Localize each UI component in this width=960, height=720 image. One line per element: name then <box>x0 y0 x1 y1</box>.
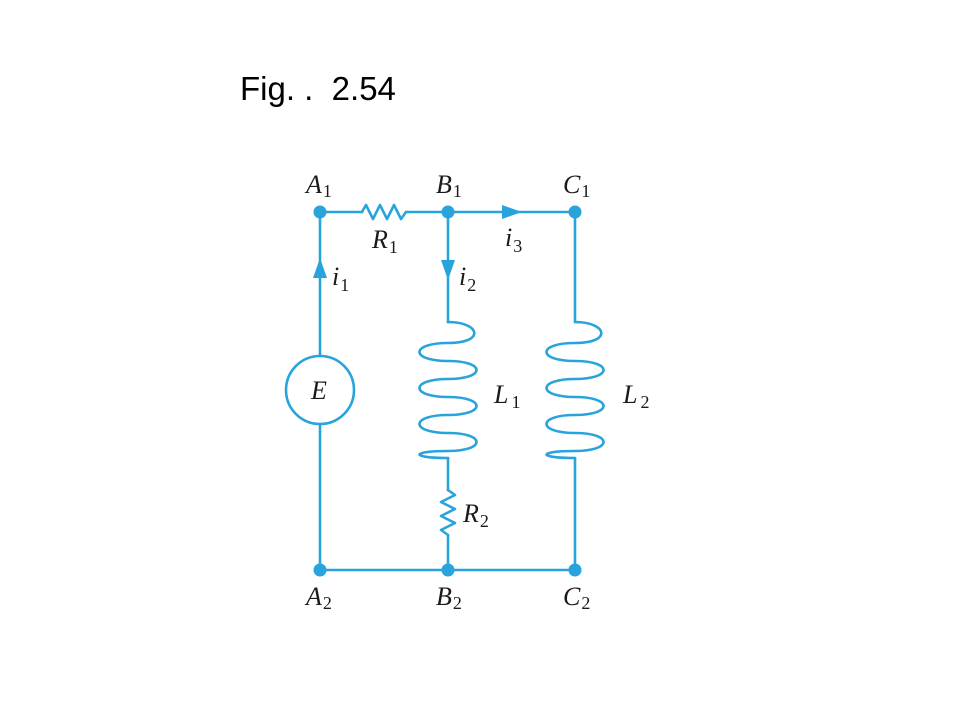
inductor-l2 <box>545 320 605 460</box>
current-arrow-i1 <box>313 258 327 278</box>
node-a2 <box>313 563 327 577</box>
node-label-a2: A2 <box>304 582 332 613</box>
inductor-l1 <box>418 320 478 460</box>
current-label-i3: i3 <box>505 223 522 256</box>
node-a1 <box>313 205 327 219</box>
node-c1 <box>568 205 582 219</box>
source-label-e: E <box>310 376 327 405</box>
figure-caption: Fig. . 2.54 <box>240 70 396 107</box>
node-label-a1: A1 <box>304 170 332 201</box>
resistor-label-r2: R2 <box>462 499 489 531</box>
current-label-i2: i2 <box>459 262 476 295</box>
current-arrow-i2 <box>441 260 455 280</box>
node-label-b2: B2 <box>436 582 462 613</box>
node-b1 <box>441 205 455 219</box>
resistor-label-r1: R1 <box>371 225 398 257</box>
current-label-i1: i1 <box>332 262 349 295</box>
node-c2 <box>568 563 582 577</box>
current-arrow-i3 <box>502 205 522 219</box>
node-label-c1: C1 <box>563 170 590 201</box>
node-label-b1: B1 <box>436 170 462 201</box>
resistor-r2 <box>439 488 457 537</box>
resistor-r1 <box>360 203 408 221</box>
node-b2 <box>441 563 455 577</box>
node-label-c2: C2 <box>563 582 590 613</box>
